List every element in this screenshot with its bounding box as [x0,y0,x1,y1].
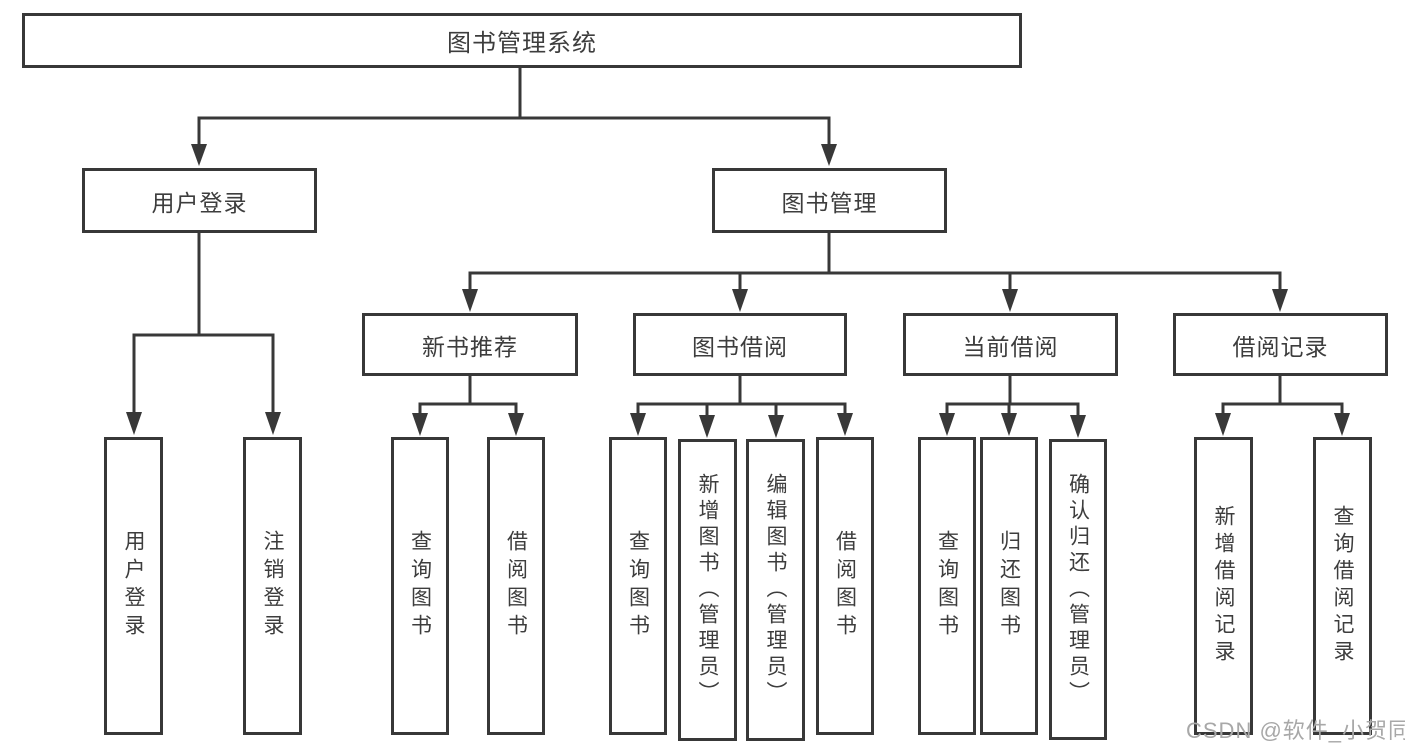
node-borrowing-records: 借阅记录 [1173,313,1388,376]
leaf-user-login: 用户登录 [104,437,163,735]
leaf-query-books-current: 查询图书 [918,437,976,735]
leaf-borrow-books-borrowing: 借阅图书 [816,437,874,735]
leaf-query-books-borrowing: 查询图书 [609,437,667,735]
leaf-add-books-admin: 新增图书（管理员） [678,439,737,741]
node-book-management: 图书管理 [712,168,947,233]
leaf-edit-books-admin: 编辑图书（管理员） [746,439,805,741]
node-current-borrowing: 当前借阅 [903,313,1118,376]
leaf-query-borrow-record: 查询借阅记录 [1313,437,1372,735]
leaf-confirm-return-admin: 确认归还（管理员） [1049,439,1107,740]
node-user-login: 用户登录 [82,168,317,233]
node-book-borrowing: 图书借阅 [633,313,847,376]
csdn-watermark: CSDN @软件_小贺同学 [1186,718,1405,743]
leaf-return-books: 归还图书 [980,437,1038,735]
node-library-management-system: 图书管理系统 [22,13,1022,68]
node-new-book-recommendation: 新书推荐 [362,313,578,376]
leaf-borrow-books-recommend: 借阅图书 [487,437,545,735]
leaf-add-borrow-record: 新增借阅记录 [1194,437,1253,735]
leaf-logout: 注销登录 [243,437,302,735]
leaf-query-books-recommend: 查询图书 [391,437,449,735]
